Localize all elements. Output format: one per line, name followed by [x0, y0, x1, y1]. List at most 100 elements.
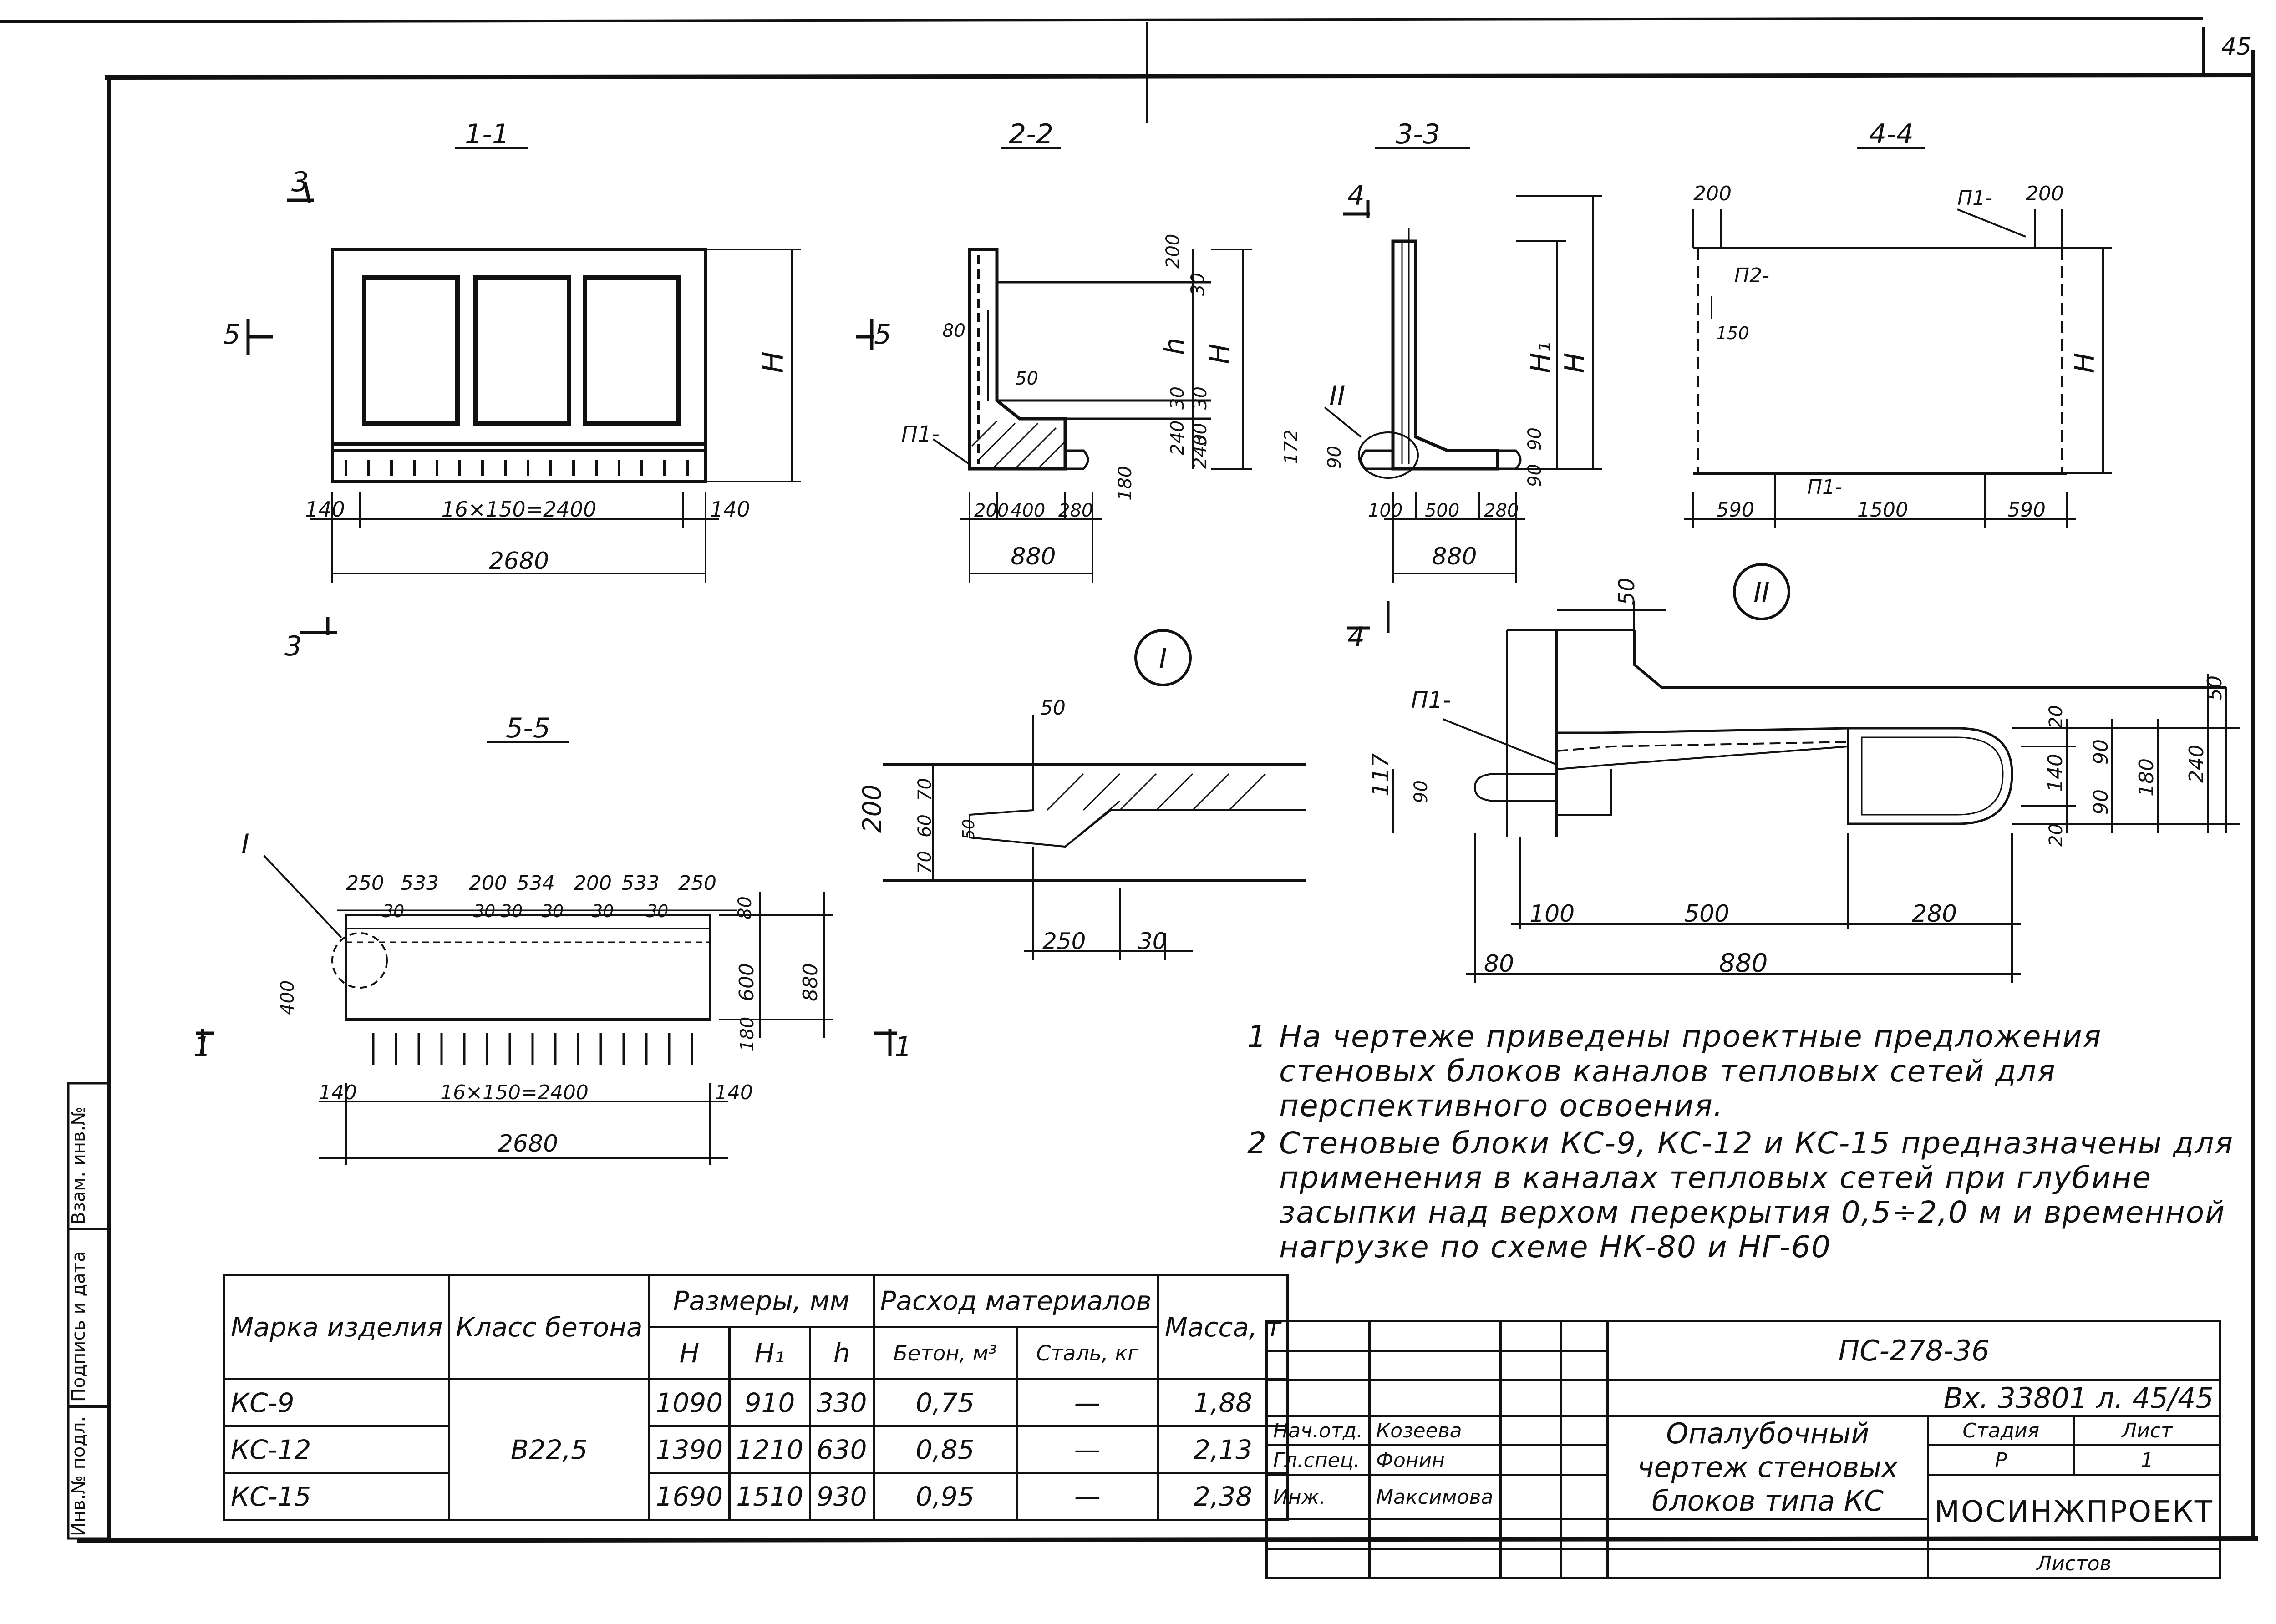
- dim-1-1-H: H: [757, 351, 790, 373]
- dim-5-5-d7: 250: [678, 872, 716, 895]
- cut-mark-5: 5: [223, 319, 240, 350]
- dim-1-1-mid: 16×150=2400: [442, 497, 597, 522]
- spec-H: 1690: [648, 1472, 731, 1521]
- spec-concrete: 0,95: [872, 1472, 1018, 1521]
- dim-2-2-a: 200: [1163, 234, 1184, 269]
- table-row: КС-15 1690 1510 930 0,95 — 2,38: [223, 1472, 1289, 1521]
- dim-5-5-g3: 30: [501, 901, 523, 921]
- node-2-mark: II: [1329, 380, 1345, 412]
- spec-H1: 910: [728, 1378, 811, 1427]
- dim-5-5-g5: 30: [592, 901, 614, 921]
- spec-header-dims: Размеры, мм: [648, 1274, 875, 1328]
- dim-5-5-d2: 533: [401, 872, 439, 895]
- dim-3-3-b: 90: [1324, 446, 1345, 469]
- dim-5-5-right: 140: [715, 1081, 753, 1104]
- spec-header-mark: Марка изделия: [223, 1274, 451, 1380]
- spec-H: 1390: [648, 1425, 731, 1474]
- node-2-detail: [1392, 563, 2240, 983]
- dim-2-2-h: h: [1158, 338, 1190, 355]
- spec-steel: —: [1015, 1425, 1159, 1474]
- dim-3-3-total: 880: [1432, 543, 1477, 570]
- cut-mark-1-left: 1: [193, 1031, 211, 1063]
- dim-5-5-v1: 80: [735, 896, 756, 919]
- node-2-w0: 80: [1484, 950, 1514, 978]
- spec-header-row: Марка изделия Класс бетона Размеры, мм Р…: [223, 1274, 1289, 1380]
- dim-3-3-w1: 100: [1368, 500, 1402, 521]
- title-sheet: 1: [2073, 1444, 2222, 1476]
- title-name: Максимова: [1368, 1474, 1502, 1520]
- table-row: КС-9 В22,5 1090 910 330 0,75 — 1,88: [223, 1378, 1289, 1521]
- dim-4-4-b: 200: [2026, 182, 2064, 205]
- title-name: Фонин: [1368, 1444, 1502, 1476]
- note-2-number: 2: [1247, 1126, 1267, 1161]
- title-role: Нач.отд.: [1265, 1415, 1371, 1446]
- dim-3-3-w2: 500: [1425, 500, 1459, 521]
- node-2-d: 90: [1411, 780, 1432, 803]
- title-sheet-label: Лист: [2073, 1415, 2222, 1446]
- title-stage-label: Стадия: [1926, 1415, 2075, 1446]
- node-2-b: 50: [2203, 675, 2226, 701]
- title-person-row: Гл.спец. Фонин Р 1: [1265, 1444, 2222, 1476]
- node-1-label: I: [1159, 643, 1167, 675]
- dim-2-2-b: 30: [1188, 273, 1209, 296]
- section-5-5-label: 5-5: [506, 712, 550, 744]
- dim-1-1-left: 140: [305, 497, 345, 522]
- note-2-text: Стеновые блоки КС-9, КС-12 и КС-15 предн…: [1279, 1126, 2234, 1264]
- cut-mark-3-bottom: 3: [284, 630, 302, 662]
- dim-2-2-d: 50: [1015, 368, 1038, 389]
- node-2-w2: 500: [1684, 900, 1729, 928]
- spec-H: 1090: [648, 1378, 731, 1427]
- spec-h: 630: [808, 1425, 875, 1474]
- side-stamp-replace: Взам. инв.№: [68, 1106, 89, 1224]
- spec-header-concrete: Бетон, м³: [872, 1326, 1018, 1380]
- title-code: ПС-278-36: [1606, 1320, 2221, 1381]
- node-1-h: 30: [1138, 928, 1167, 954]
- title-drawing-name: Опалубочный чертеж стеновых блоков типа …: [1606, 1415, 1929, 1520]
- section-4-4-label: 4-4: [1869, 118, 1914, 150]
- spec-header-materials: Расход материалов: [872, 1274, 1159, 1328]
- notes: 1 На чертеже приведены проектные предлож…: [1247, 1020, 2240, 1267]
- node-2-label: II: [1753, 577, 1769, 609]
- title-sheets-label: Листов: [1926, 1548, 2222, 1579]
- node-1-c: 60: [914, 814, 935, 837]
- dim-3-3-H1: H₁: [1525, 342, 1557, 373]
- table-row: КС-12 1390 1210 630 0,85 — 2,13: [223, 1425, 1289, 1474]
- dim-4-4-H: H: [2069, 353, 2101, 373]
- spec-table: Марка изделия Класс бетона Размеры, мм Р…: [223, 1274, 1289, 1521]
- spec-steel: —: [1015, 1378, 1159, 1427]
- dim-5-5-d1: 250: [346, 872, 384, 895]
- spec-h: 930: [808, 1472, 875, 1521]
- node-2-w1: 100: [1529, 900, 1575, 928]
- dim-4-4-w2: 1500: [1857, 498, 1908, 522]
- cut-mark-3-top: 3: [291, 166, 309, 198]
- spec-header-H: H: [648, 1326, 731, 1380]
- spec-mark: КС-9: [223, 1378, 451, 1427]
- sheet-number: 45: [2221, 33, 2251, 61]
- node-2-g: 90: [2089, 739, 2113, 765]
- dim-2-2-j: 180: [1115, 466, 1136, 501]
- node-2-e: 20: [2046, 705, 2067, 728]
- section-1-1: [246, 147, 801, 635]
- section-5-5: [196, 741, 897, 1165]
- note-1-number: 1: [1247, 1019, 1267, 1054]
- dim-5-5-v2: 600: [735, 963, 758, 1001]
- cut-mark-5-2: 5: [874, 319, 891, 350]
- spec-header-H1: H₁: [728, 1326, 811, 1380]
- spec-header-h: h: [808, 1326, 875, 1380]
- section-3-3-label: 3-3: [1396, 118, 1440, 150]
- title-name: Козеева: [1368, 1415, 1502, 1446]
- title-block: ПС-278-36 Вх. 33801 л. 45/45 Нач.отд. Ко…: [1265, 1320, 2222, 1579]
- spec-steel: —: [1015, 1472, 1159, 1521]
- dim-2-2-c: 80: [942, 320, 965, 341]
- dim-5-5-left: 140: [319, 1081, 357, 1104]
- dim-2-2-w3: 280: [1058, 500, 1093, 521]
- title-role: Инж.: [1265, 1474, 1371, 1520]
- dim-2-2-H: H: [1204, 344, 1236, 364]
- dim-2-2-e: 30: [1167, 386, 1188, 410]
- dim-5-5-v4: 180: [737, 1017, 758, 1051]
- dim-5-5-v5: 400: [277, 980, 298, 1015]
- node-2-total: 880: [1719, 949, 1768, 978]
- spec-subheader-row: H H₁ h Бетон, м³ Сталь, кг: [224, 1326, 1288, 1380]
- dim-5-5-d4: 534: [517, 872, 555, 895]
